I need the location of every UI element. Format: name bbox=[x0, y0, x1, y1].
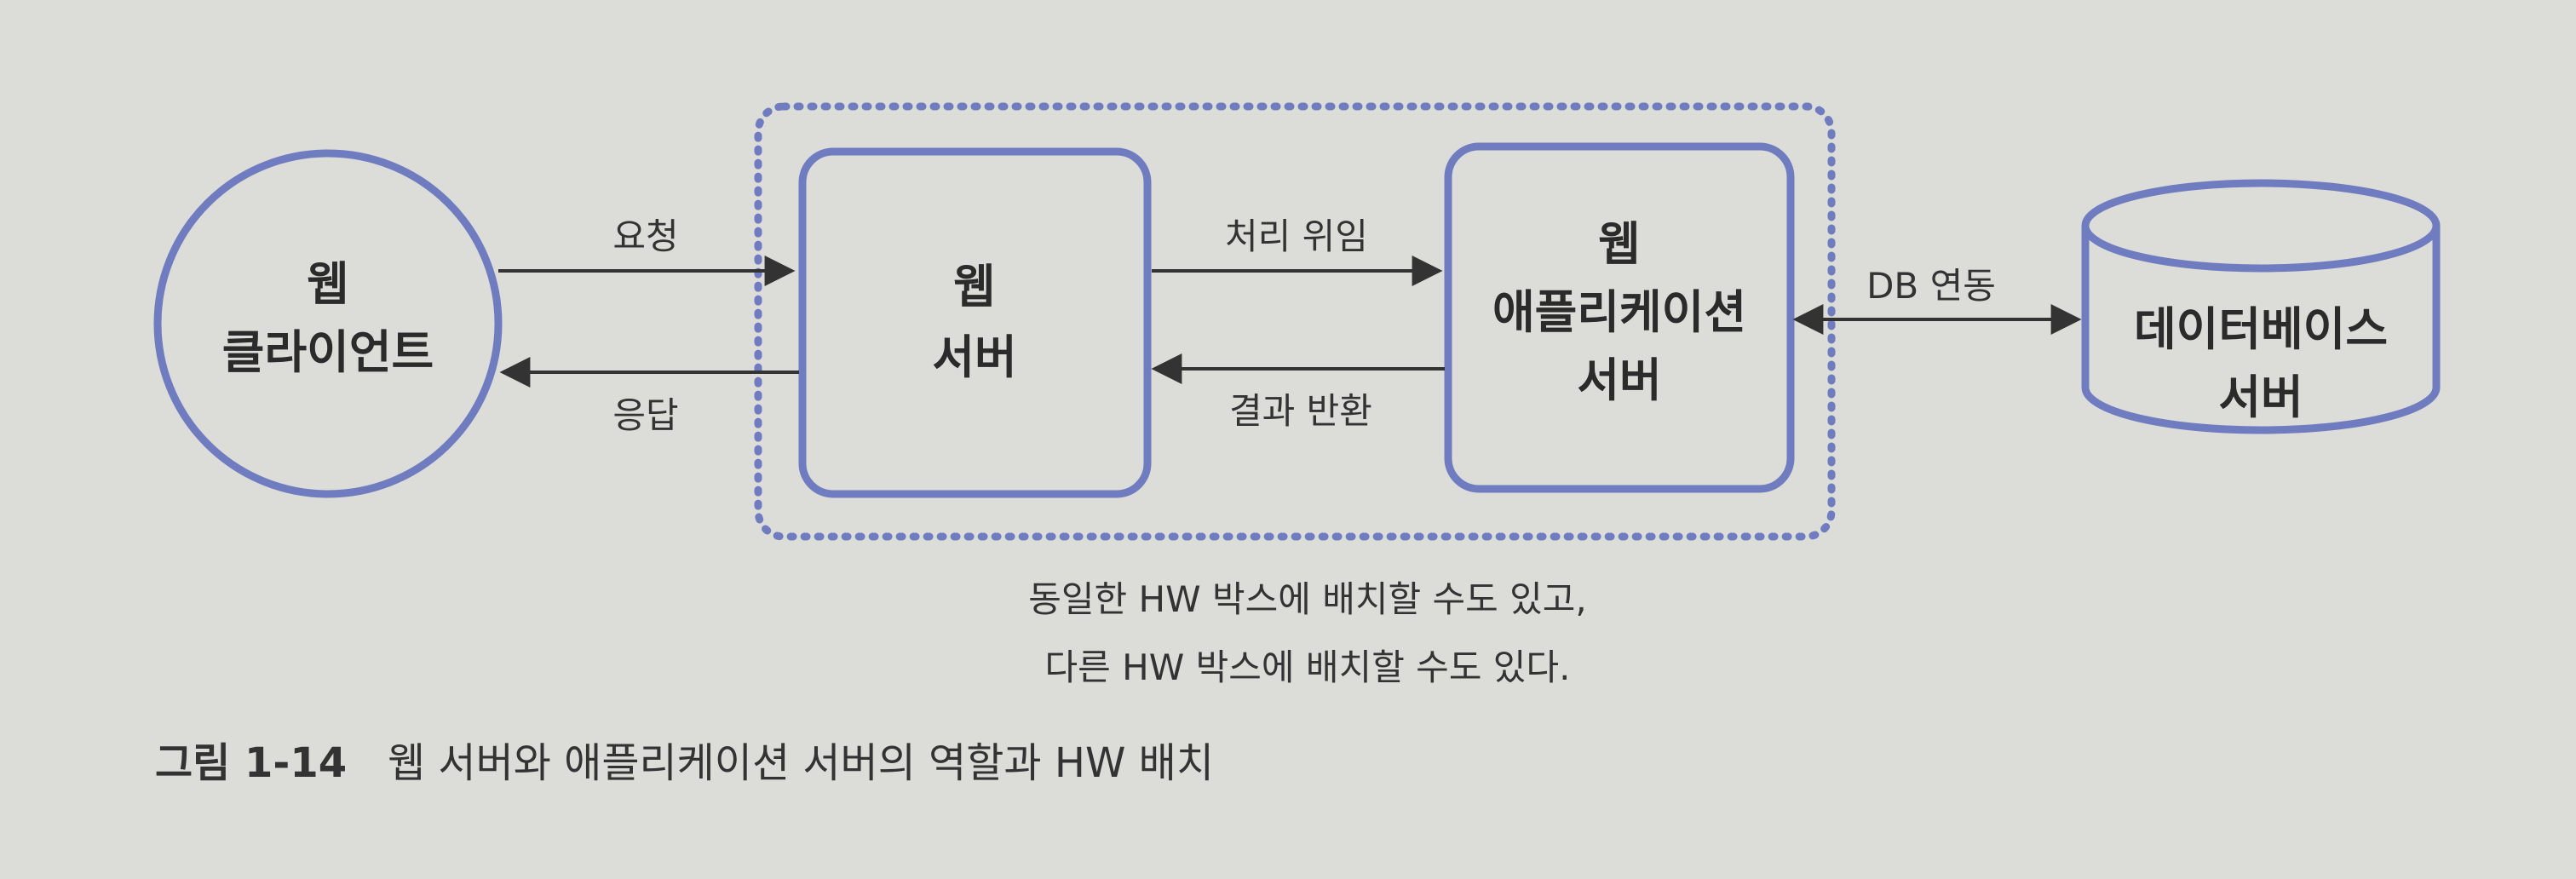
result-label: 결과 반환 bbox=[1229, 390, 1372, 432]
caption-number: 그림 1-14 bbox=[155, 739, 347, 787]
web-server-box bbox=[798, 147, 1152, 498]
caption-text: 웹 서버와 애플리케이션 서버의 역할과 HW 배치 bbox=[388, 739, 1214, 787]
web-client-label-line1: 웹 bbox=[307, 257, 349, 311]
database-cylinder-top bbox=[2081, 179, 2441, 273]
app-server-node: 웹 애플리케이션 서버 bbox=[1444, 142, 1795, 493]
database-node: 데이터베이스 서버 bbox=[2081, 179, 2441, 434]
web-client-circle bbox=[153, 149, 503, 498]
web-client-node: 웹 클라이언트 bbox=[153, 149, 503, 498]
web-server-node: 웹 서버 bbox=[798, 147, 1152, 498]
db-link-label: DB 연동 bbox=[1866, 265, 1996, 307]
web-client-label-line2: 클라이언트 bbox=[222, 325, 434, 379]
web-server-label-line1: 웹 bbox=[953, 260, 996, 313]
request-label: 요청 bbox=[612, 215, 678, 257]
app-server-box bbox=[1444, 142, 1795, 493]
app-server-label-line3: 서버 bbox=[1577, 353, 1661, 407]
web-server-label-line2: 서버 bbox=[932, 330, 1016, 384]
delegate-label: 처리 위임 bbox=[1225, 215, 1368, 257]
note-line1: 동일한 HW 박스에 배치할 수도 있고, bbox=[1028, 578, 1587, 620]
database-cylinder-body bbox=[2081, 226, 2441, 434]
database-label-line1: 데이터베이스 bbox=[2134, 302, 2388, 356]
response-label: 응답 bbox=[612, 394, 678, 436]
app-server-label-line1: 웹 bbox=[1598, 217, 1641, 271]
note-line2: 다른 HW 박스에 배치할 수도 있다. bbox=[1045, 646, 1571, 688]
app-server-label-line2: 애플리케이션 bbox=[1492, 285, 1746, 339]
database-label-line2: 서버 bbox=[2218, 371, 2303, 424]
